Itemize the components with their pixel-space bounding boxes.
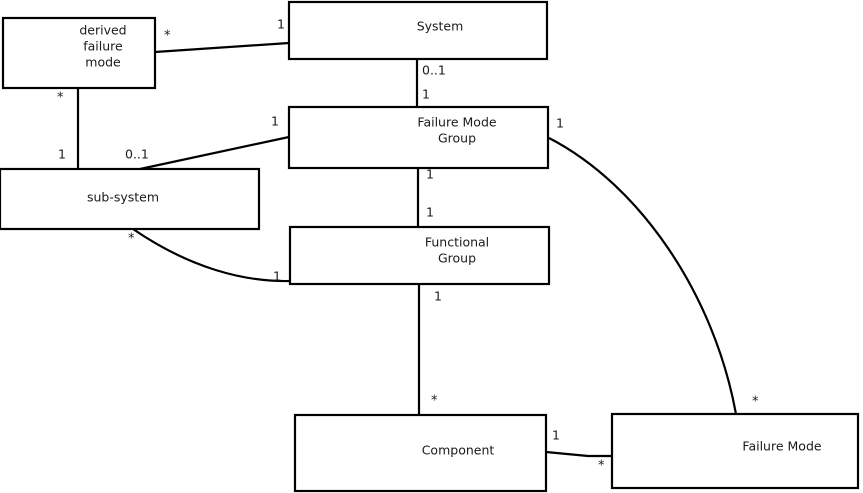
mult-fg-subsystem-one: 1 [273,269,281,284]
class-label-functional-group: Group [438,251,476,266]
mult-dfm-system-star: * [164,29,171,44]
class-box-component[interactable]: Component [293,413,548,493]
mult-fmg-fm-one: 1 [556,116,564,131]
mult-subsystem-fmg-zero-one: 0..1 [125,147,149,162]
class-box-rect-sub-system[interactable] [0,167,261,231]
association-component-to-failure-mode [545,450,612,458]
mult-fg-fmg-one: 1 [426,205,434,220]
mult-fm-component-star: * [598,459,605,474]
association-sub-system-to-functional-group [132,228,291,283]
mult-dfm-subsystem-star: * [57,91,64,106]
class-box-sub-system[interactable]: sub-system [0,167,261,231]
mult-subsystem-fg-star: * [128,232,135,247]
class-label-derived-failure-mode: mode [85,55,121,70]
mult-subsystem-dfm-one: 1 [58,147,66,162]
mult-fmg-fg-one: 1 [426,167,434,182]
mult-system-fmg-zero-one: 0..1 [422,63,446,78]
association-derived-failure-mode-to-system [154,41,290,54]
class-box-system[interactable]: System [287,0,549,61]
class-box-failure-mode[interactable]: Failure Mode [610,412,860,490]
class-label-derived-failure-mode: derived [79,23,126,38]
class-box-rect-component[interactable] [293,413,548,493]
multiplicity-labels-layer: * 1 0..1 1 * 1 0..1 1 1 1 1 * 1 1 * * 1 * [57,17,759,474]
class-label-component: Component [422,443,495,458]
mult-fg-component-one: 1 [434,289,442,304]
mult-fmg-system-one: 1 [422,87,430,102]
association-failure-mode-group-to-failure-mode [548,137,738,415]
class-box-rect-failure-mode-group[interactable] [287,105,550,170]
class-label-system: System [417,19,464,34]
association-edges-layer [76,41,738,458]
class-label-derived-failure-mode: failure [83,39,123,54]
class-box-rect-derived-failure-mode[interactable] [1,16,157,90]
mult-fmg-subsystem-one: 1 [271,114,279,129]
class-label-failure-mode-group: Failure Mode [417,115,496,130]
class-box-rect-failure-mode[interactable] [610,412,860,490]
association-sub-system-to-failure-mode-group [139,135,290,171]
class-box-rect-functional-group[interactable] [288,225,551,286]
class-label-functional-group: Functional [425,235,489,250]
mult-component-fm-one: 1 [552,428,560,443]
class-label-sub-system: sub-system [87,190,159,205]
class-label-failure-mode: Failure Mode [742,439,821,454]
class-box-rect-system[interactable] [287,0,549,61]
class-label-failure-mode-group: Group [438,131,476,146]
mult-system-dfm-one: 1 [277,17,285,32]
mult-fm-fmg-star: * [752,395,759,410]
mult-component-fg-star: * [431,394,438,409]
